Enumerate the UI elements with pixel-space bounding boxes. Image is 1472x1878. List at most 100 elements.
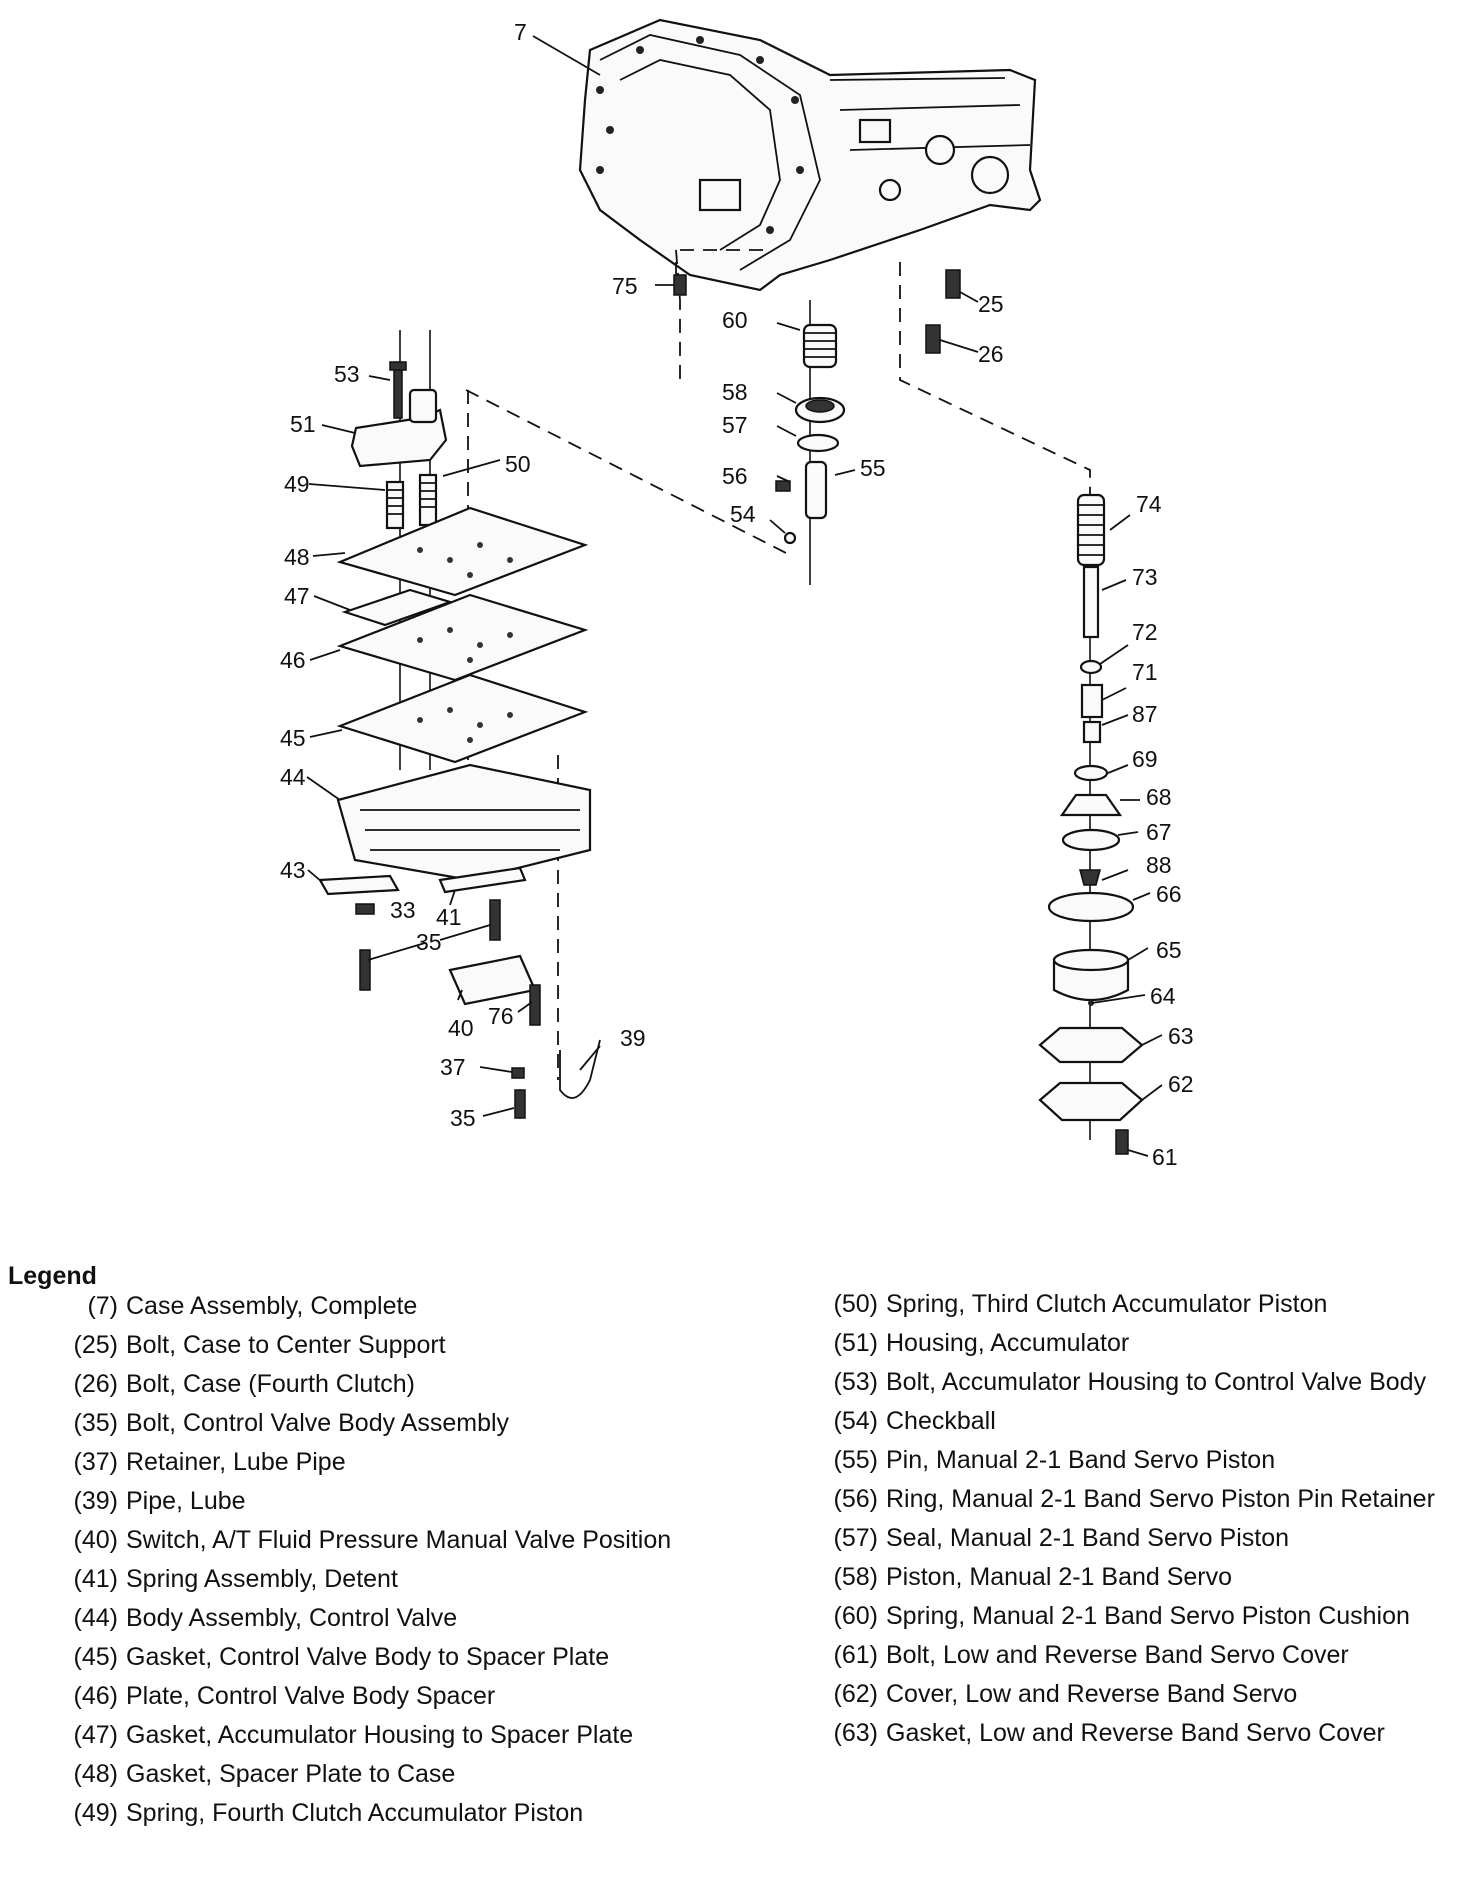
callout-68: 68 — [1146, 784, 1172, 810]
legend-entry: (35) Bolt, Control Valve Body Assembly — [56, 1409, 756, 1438]
legend-entry-number: (50) — [833, 1290, 878, 1318]
callout-45: 45 — [280, 725, 306, 751]
accumulator-parts — [350, 361, 448, 530]
legend-entry-description: Switch, A/T Fluid Pressure Manual Valve … — [126, 1526, 672, 1554]
callout-88: 88 — [1146, 852, 1172, 878]
callout-50: 50 — [505, 451, 531, 477]
legend-entry: (62)Cover, Low and Reverse Band Servo — [816, 1680, 1466, 1709]
callout-35a: 35 — [416, 929, 442, 955]
legend-entry: (54) Checkball — [816, 1407, 1466, 1436]
legend-entry-number: (56) — [833, 1485, 878, 1513]
legend-entry-description: Bolt, Case to Center Support — [126, 1331, 446, 1359]
legend-entry: (53)Bolt, Accumulator Housing to Control… — [816, 1368, 1466, 1397]
legend-entry-description: Spring Assembly, Detent — [126, 1565, 398, 1593]
legend-entry-description: Bolt, Accumulator Housing to Control Val… — [886, 1368, 1427, 1396]
callout-51: 51 — [290, 411, 316, 437]
legend-entry-number: (47) — [73, 1721, 118, 1749]
callout-61: 61 — [1152, 1144, 1178, 1170]
callout-57: 57 — [722, 412, 748, 438]
callout-71: 71 — [1132, 659, 1158, 685]
legend-entry-description: Bolt, Control Valve Body Assembly — [126, 1409, 510, 1437]
manual-servo-parts — [775, 323, 846, 545]
legend-entry: (25) Bolt, Case to Center Support — [56, 1331, 756, 1360]
callout-26: 26 — [978, 341, 1004, 367]
callout-25: 25 — [978, 291, 1004, 317]
case-bolts — [655, 269, 979, 354]
callout-75: 75 — [612, 273, 638, 299]
legend-entry-description: Body Assembly, Control Valve — [126, 1604, 458, 1632]
legend-entry: (60) Spring, Manual 2-1 Band Servo Piston… — [816, 1602, 1466, 1631]
callout-37: 37 — [440, 1054, 466, 1080]
legend-entry-description: Bolt, Case (Fourth Clutch) — [126, 1370, 415, 1398]
callout-48: 48 — [284, 544, 310, 570]
low-reverse-servo-parts — [1038, 493, 1144, 1155]
legend-entry: (51) Housing, Accumulator — [816, 1329, 1466, 1358]
legend-entry-number: (35) — [73, 1409, 118, 1437]
legend-entry: (45)Gasket, Control Valve Body to Spacer… — [56, 1643, 756, 1672]
legend-entry: (49)Spring, Fourth Clutch Accumulator Pi… — [56, 1799, 756, 1828]
legend-entry-description: Gasket, Low and Reverse Band Servo Cover — [886, 1719, 1385, 1747]
legend-entry: (39)Pipe, Lube — [56, 1487, 756, 1516]
callout-67: 67 — [1146, 819, 1172, 845]
leader-lines — [306, 322, 1163, 1157]
callout-49: 49 — [284, 471, 310, 497]
legend-entry: (44)Body Assembly, Control Valve — [56, 1604, 756, 1633]
legend-entry-description: Gasket, Control Valve Body to Spacer Pla… — [126, 1643, 610, 1671]
exploded-diagram: 7 75 60 25 26 58 57 56 55 54 53 51 50 49… — [280, 18, 1194, 1170]
callout-62: 62 — [1168, 1071, 1194, 1097]
legend-entry-number: (51) — [833, 1329, 878, 1357]
callout-63: 63 — [1168, 1023, 1194, 1049]
plates-gaskets — [336, 506, 589, 764]
legend-entry-description: Ring, Manual 2-1 Band Servo Piston Pin R… — [886, 1485, 1435, 1513]
legend-title: Legend — [8, 1262, 97, 1290]
callout-33: 33 — [390, 897, 416, 923]
legend-column-left: (7)Case Assembly, Complete (25) Bolt, Case… — [56, 1292, 756, 1838]
callout-35b: 35 — [450, 1105, 476, 1131]
legend-entry-number: (57) — [833, 1524, 878, 1552]
callout-7: 7 — [514, 19, 527, 45]
callout-76: 76 — [488, 1003, 514, 1029]
callout-55: 55 — [860, 455, 886, 481]
legend-entry-number: (46) — [73, 1682, 118, 1710]
callout-43: 43 — [280, 857, 306, 883]
callout-64: 64 — [1150, 983, 1176, 1009]
callout-39: 39 — [620, 1025, 646, 1051]
callout-54: 54 — [730, 501, 756, 527]
legend-entry-number: (54) — [833, 1407, 878, 1435]
legend-entry-description: Housing, Accumulator — [886, 1329, 1130, 1357]
legend-entry: (55)Pin, Manual 2-1 Band Servo Piston — [816, 1446, 1466, 1475]
callout-60: 60 — [722, 307, 748, 333]
case-assembly — [532, 18, 1042, 292]
legend-entry: (58) Piston, Manual 2-1 Band Servo — [816, 1563, 1466, 1592]
legend-entry: (61)Bolt, Low and Reverse Band Servo Cov… — [816, 1641, 1466, 1670]
legend-entry-number: (39) — [73, 1487, 118, 1515]
legend-entry-description: Plate, Control Valve Body Spacer — [126, 1682, 496, 1710]
legend-entry-description: Checkball — [886, 1407, 996, 1435]
legend-entry-number: (25) — [73, 1331, 118, 1359]
legend-entry-number: (62) — [833, 1680, 878, 1708]
legend-entry-description: Piston, Manual 2-1 Band Servo — [886, 1563, 1233, 1591]
callout-47: 47 — [284, 583, 310, 609]
legend-entry: (37)Retainer, Lube Pipe — [56, 1448, 756, 1477]
legend-entry-number: (60) — [833, 1602, 878, 1630]
legend-entry-description: Seal, Manual 2-1 Band Servo Piston — [886, 1524, 1290, 1552]
callout-labels: 7 75 60 25 26 58 57 56 55 54 53 51 50 49… — [280, 19, 1194, 1170]
callout-46: 46 — [280, 647, 306, 673]
legend-entry-number: (58) — [833, 1563, 878, 1591]
legend-column-right: (50)Spring, Third Clutch Accumulator Pis… — [816, 1290, 1466, 1758]
legend-entry-number: (55) — [833, 1446, 878, 1474]
legend-entry-description: Gasket, Accumulator Housing to Spacer Pl… — [126, 1721, 634, 1749]
legend-entry-description: Spring, Manual 2-1 Band Servo Piston Cus… — [886, 1602, 1410, 1630]
callout-74: 74 — [1136, 491, 1162, 517]
callout-40: 40 — [448, 1015, 474, 1041]
valve-body-parts — [318, 763, 601, 1119]
legend-entry: (7)Case Assembly, Complete — [56, 1292, 756, 1321]
callout-73: 73 — [1132, 564, 1158, 590]
legend-entry-description: Case Assembly, Complete — [126, 1292, 418, 1320]
legend-entry: (56) Ring, Manual 2-1 Band Servo Piston P… — [816, 1485, 1466, 1514]
legend-entry-number: (61) — [833, 1641, 878, 1669]
legend-entry-number: (40) — [73, 1526, 118, 1554]
callout-65: 65 — [1156, 937, 1182, 963]
legend-entry-number: (41) — [73, 1565, 118, 1593]
legend-entry: (41) Spring Assembly, Detent — [56, 1565, 756, 1594]
